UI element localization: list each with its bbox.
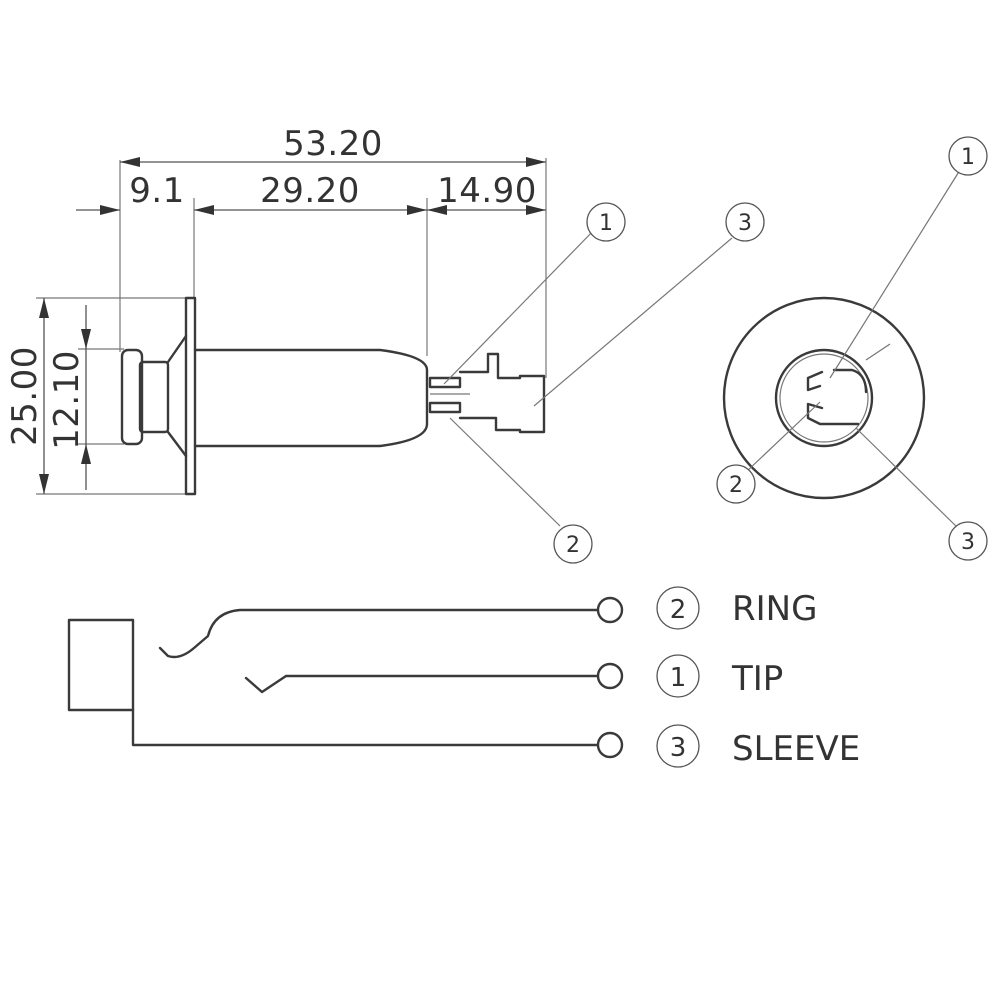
svg-text:3: 3 xyxy=(961,530,975,555)
tip-label-group: 1 TIP xyxy=(656,654,783,699)
end-callout-2: 2 xyxy=(716,464,756,504)
schematic xyxy=(67,596,624,759)
end-view-leaders xyxy=(745,169,961,531)
end-callout-3: 3 xyxy=(948,521,988,561)
tip-number: 1 xyxy=(670,663,687,693)
dim-body: 29.20 xyxy=(260,171,360,211)
svg-text:1: 1 xyxy=(961,145,975,170)
end-callout-1: 1 xyxy=(948,136,988,176)
svg-text:3: 3 xyxy=(738,211,752,236)
dim-front: 9.1 xyxy=(129,171,185,211)
sleeve-number: 3 xyxy=(670,733,687,763)
side-callout-2: 2 xyxy=(553,524,593,564)
ring-label: RING xyxy=(732,589,817,629)
end-view-jack xyxy=(722,296,926,500)
side-view-jack xyxy=(120,296,546,496)
dimension-lines xyxy=(36,157,547,495)
dim-overall: 53.20 xyxy=(283,124,383,164)
dim-rear: 14.90 xyxy=(437,171,537,211)
tip-label: TIP xyxy=(731,659,783,699)
side-callout-1: 1 xyxy=(586,202,626,242)
side-view-leaders xyxy=(443,227,733,527)
svg-text:1: 1 xyxy=(599,211,613,236)
sleeve-label: SLEEVE xyxy=(732,729,860,769)
ring-terminal xyxy=(596,596,624,624)
tip-terminal xyxy=(596,662,624,690)
dim-bushing-height: 12.10 xyxy=(47,350,87,450)
sleeve-label-group: 3 SLEEVE xyxy=(656,724,860,769)
sleeve-terminal xyxy=(596,731,624,759)
svg-text:2: 2 xyxy=(566,533,580,558)
ring-label-group: 2 RING xyxy=(656,586,817,630)
dim-flange-height: 25.00 xyxy=(5,346,45,446)
svg-text:2: 2 xyxy=(729,473,743,498)
ring-number: 2 xyxy=(670,595,687,625)
side-callout-3: 3 xyxy=(725,202,765,242)
